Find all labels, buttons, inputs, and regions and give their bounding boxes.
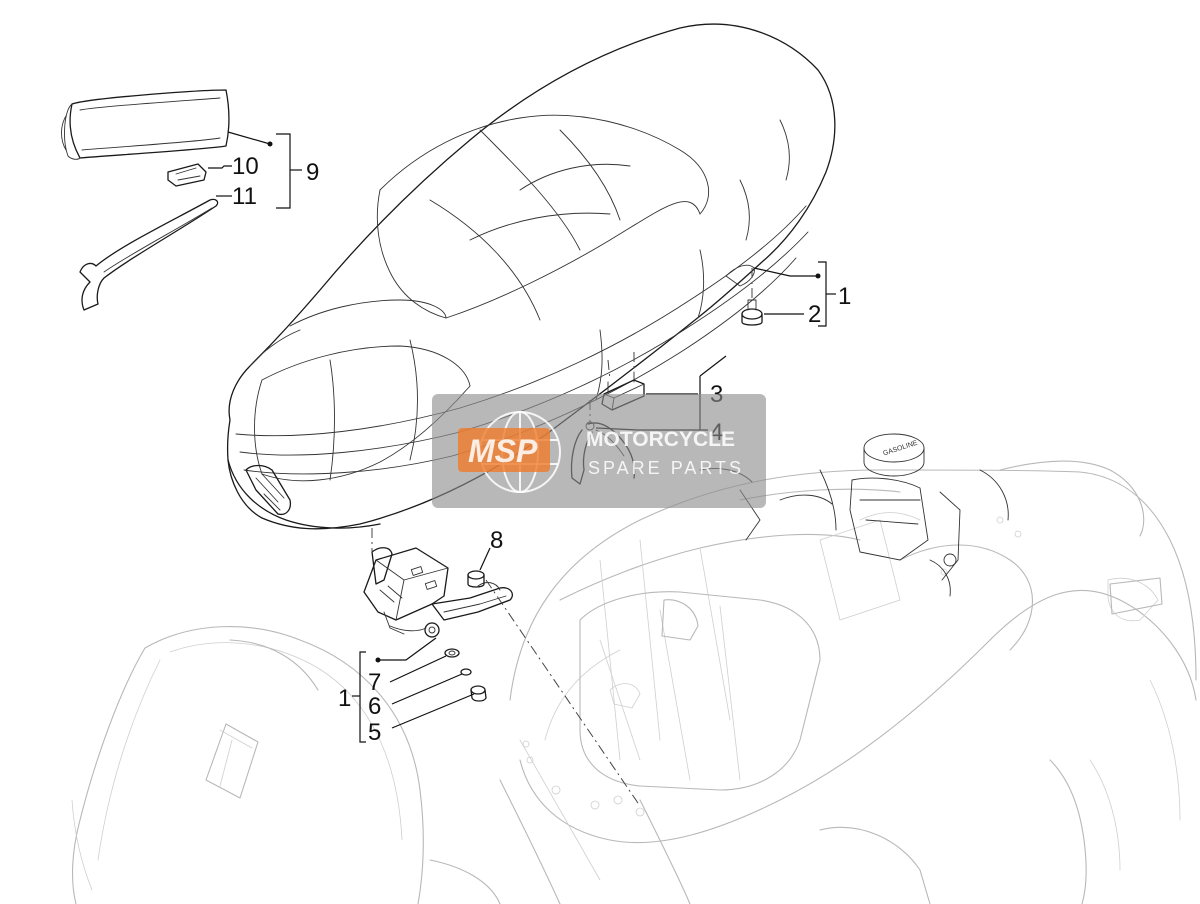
callout-seat-bumper: 2 <box>808 301 821 328</box>
watermark-badge-text: MSP <box>468 433 538 469</box>
watermark-line2: SPARE PARTS <box>588 458 744 478</box>
callout-hinge-screw: 5 <box>368 719 381 746</box>
watermark-box <box>432 394 766 508</box>
callout-hinge-spring-washer: 7 <box>368 669 381 696</box>
washer-part <box>460 668 472 676</box>
fuel-cap-label: GASOLINE <box>882 440 919 458</box>
callout-seat: 1 <box>838 283 851 310</box>
fuse-puller-part <box>167 163 207 187</box>
leaders-hinge <box>352 547 491 743</box>
callout-hinge-assembly: 1 <box>338 685 351 712</box>
watermark: MSP MOTORCYCLE SPARE PARTS <box>432 394 766 508</box>
screw-part <box>470 685 487 702</box>
callout-tool-kit: 9 <box>306 159 319 186</box>
assembly-lines <box>371 268 753 807</box>
callout-tool-kit-wrench: 11 <box>232 183 257 210</box>
watermark-badge <box>458 428 550 472</box>
leaders-tool-kit <box>208 131 302 209</box>
callout-tool-kit-fuse-puller: 10 <box>232 153 259 180</box>
spring-washer-part <box>444 648 460 658</box>
watermark-line1: MOTORCYCLE <box>586 428 735 451</box>
callout-hinge-nut: 8 <box>490 527 503 554</box>
scooter-body-ghost <box>71 460 1197 904</box>
callout-hinge-washer: 6 <box>368 693 381 720</box>
tool-bag-part <box>61 89 230 160</box>
hinge-part <box>363 547 514 638</box>
wrench-part <box>79 198 219 311</box>
bumper-part <box>741 299 763 326</box>
hinge-nut-part <box>467 570 485 588</box>
